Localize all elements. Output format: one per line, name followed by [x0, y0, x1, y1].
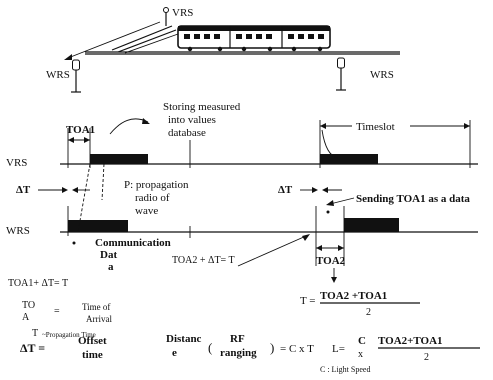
c-x-t: = C x T [280, 343, 314, 355]
delta-t-left-arrowhead [62, 187, 68, 193]
data-label-part2: a [108, 261, 114, 273]
sending-toa1-label: Sending TOA1 as a data [356, 193, 470, 205]
ramp-rail-2 [117, 29, 177, 53]
wrs-pulse-2 [344, 218, 399, 232]
paren-open: ( [208, 340, 212, 355]
vrs-antenna-icon [163, 7, 169, 26]
ramp-rail-3 [124, 33, 179, 54]
signal-arrow-line [67, 21, 161, 59]
l-equation-x: x [358, 349, 363, 360]
storing-text-line2: into values [168, 114, 216, 126]
toa2-equation: TOA2 + ΔT= T [172, 255, 235, 266]
l-equation-c: C [358, 335, 366, 347]
toa2-arrowhead-right [338, 245, 344, 251]
vrs-pulse-2 [320, 154, 378, 164]
formulas: T = TOA2 +TOA1 2 TO A = Time of Arrival … [20, 290, 480, 374]
timing-diagram: VRS WRS TOA1 Storing measured into value… [6, 101, 478, 289]
timeslot-arrowhead-left [320, 123, 326, 129]
communication-dot [72, 241, 76, 245]
t-equation-numerator: TOA2 +TOA1 [320, 290, 387, 302]
l-equation-numerator: TOA2+TOA1 [378, 335, 443, 347]
propagation-text-line3: wave [135, 205, 158, 217]
toa1-equation: TOA1+ ΔT= T [8, 278, 68, 289]
delta-t-right-arrowhead-a [312, 187, 318, 193]
timeslot-arrowhead-right [464, 123, 470, 129]
wrs-timeline-label: WRS [6, 225, 30, 237]
vrs-pulse-1 [90, 154, 148, 164]
toa-def-text2: Arrival [86, 314, 112, 324]
toa-def-text1: Time of [82, 302, 110, 312]
l-equation-lhs: L= [332, 343, 345, 355]
toa2-down-arrowhead [331, 277, 337, 283]
wrs-right-station-icon [336, 57, 346, 91]
propagation-dashed-line-2 [101, 163, 105, 201]
rail-scene: VRS WRS WRS [46, 7, 400, 93]
sending-dot [326, 210, 330, 214]
rf-line2: ranging [220, 347, 257, 359]
toa-def-part2: A [22, 312, 30, 323]
toa-def-part1: TO [22, 300, 35, 311]
timeslot-label: Timeslot [356, 121, 395, 133]
toa1-label: TOA1 [66, 124, 95, 136]
storing-curve-arrowhead [142, 118, 150, 124]
delta-t-left-arrowhead-b [72, 187, 78, 193]
wrs-right-label: WRS [370, 69, 394, 81]
offset-line2: time [82, 349, 103, 361]
toa1-arrowhead-left [68, 137, 74, 143]
vrs-station-label: VRS [172, 7, 193, 19]
distance-line2: e [172, 347, 177, 359]
delta-t-def: ΔT = [20, 341, 45, 355]
wrs-left-label: WRS [46, 69, 70, 81]
t-equation-denominator: 2 [366, 307, 371, 318]
delta-t-left-label: ΔT [16, 184, 31, 196]
offset-line1: Offset [78, 335, 107, 347]
distance-line1: Distanc [166, 333, 202, 345]
ramp-rail-1 [111, 25, 173, 51]
delta-t-right-arrowhead-b [322, 187, 328, 193]
sending-curve-arrow [321, 129, 339, 159]
rf-line1: RF [230, 333, 245, 345]
t-equation-lhs: T = [300, 295, 315, 307]
signal-arrowhead [64, 54, 72, 60]
t-def-text: ~Propagation Time [42, 331, 96, 339]
propagation-text-line1: P: propagation [124, 179, 189, 191]
train [177, 25, 331, 52]
sending-arrowhead [326, 200, 334, 206]
l-equation-denominator: 2 [424, 352, 429, 363]
toa-def-equals: = [54, 306, 60, 317]
toa1-arrowhead-right [84, 137, 90, 143]
wrs-pulse-1 [68, 220, 128, 232]
delta-t-right-label: ΔT [278, 184, 293, 196]
sending-arrow [329, 197, 355, 205]
toa2-arrowhead-left [316, 245, 322, 251]
link-arrowhead [302, 234, 310, 241]
propagation-dashed-line [77, 163, 91, 233]
paren-close: ) [270, 340, 274, 355]
link-arrow-line [237, 235, 307, 267]
data-label-part1: Dat [100, 249, 117, 261]
storing-text-line3: database [168, 127, 206, 139]
storing-curve-arrow [109, 118, 149, 135]
toa2-label: TOA2 [316, 255, 346, 267]
t-def-symbol: T [32, 328, 38, 339]
propagation-text-line2: radio of [135, 192, 170, 204]
light-speed-note: C : Light Speed [320, 365, 370, 374]
storing-text-line1: Storing measured [163, 101, 241, 113]
vrs-timeline-label: VRS [6, 157, 27, 169]
wrs-left-station-icon [71, 59, 81, 93]
communication-label: Communication [95, 237, 171, 249]
